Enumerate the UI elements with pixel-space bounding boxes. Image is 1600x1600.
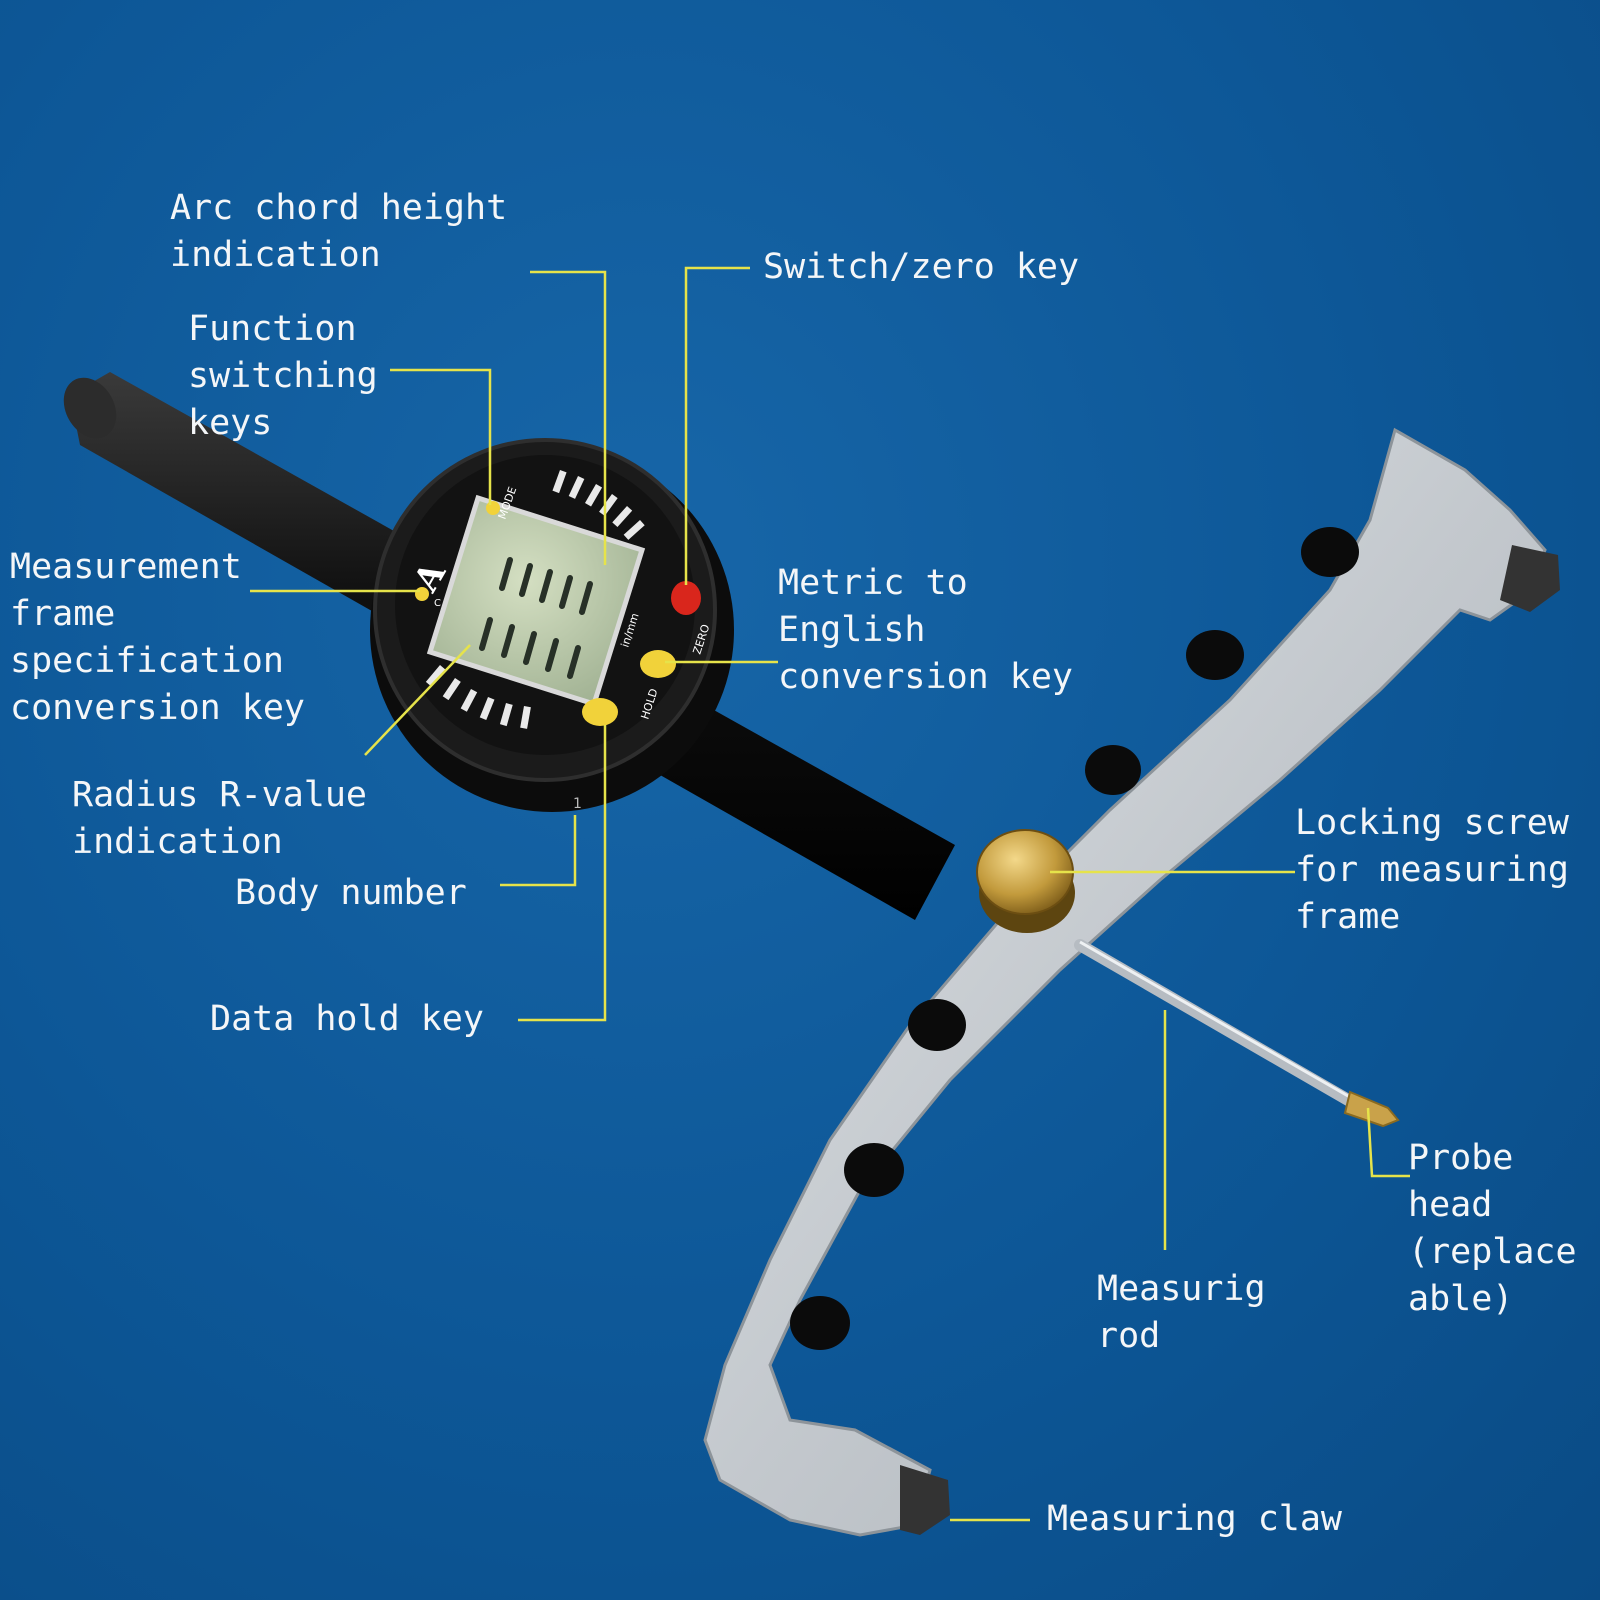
probe-head xyxy=(1343,1090,1400,1128)
label-probe-head: Probe head (replace able) xyxy=(1408,1138,1577,1319)
measuring-claw-top xyxy=(1500,545,1560,612)
label-data-hold-key: Data hold key xyxy=(210,999,484,1039)
switch-zero-key xyxy=(671,581,701,615)
label-function-switching-keys: Function switching keys xyxy=(188,309,378,443)
leader-lines xyxy=(250,266,1410,1522)
measuring-frame xyxy=(703,427,1547,1537)
measuring-rod xyxy=(1074,939,1368,1114)
label-measuring-claw: Measuring claw xyxy=(1047,1499,1343,1539)
label-radius-r-value: Radius R-value indication xyxy=(72,775,368,862)
metric-english-key xyxy=(640,650,676,678)
measuring-claw-bottom xyxy=(900,1465,950,1535)
data-hold-key xyxy=(582,698,618,726)
label-locking-screw: Locking screw for measuring frame xyxy=(1295,803,1569,937)
label-arc-chord-height: Arc chord height indication xyxy=(170,188,508,275)
digital-gauge: A MODE C in/mm ZERO HOLD 1 xyxy=(370,438,734,812)
frame-holes xyxy=(790,527,1359,1350)
label-switch-zero-key: Switch/zero key xyxy=(763,247,1080,287)
label-measuring-rod: Measurig rod xyxy=(1097,1269,1266,1356)
locking-screw-knob xyxy=(976,829,1075,933)
label-metric-english-conversion: Metric to English conversion key xyxy=(778,563,1074,697)
label-measurement-frame-conversion: Measurement frame specification conversi… xyxy=(10,547,306,728)
body-mark: 1 xyxy=(573,796,582,812)
c-text: C xyxy=(434,598,441,609)
label-body-number: Body number xyxy=(235,873,467,913)
